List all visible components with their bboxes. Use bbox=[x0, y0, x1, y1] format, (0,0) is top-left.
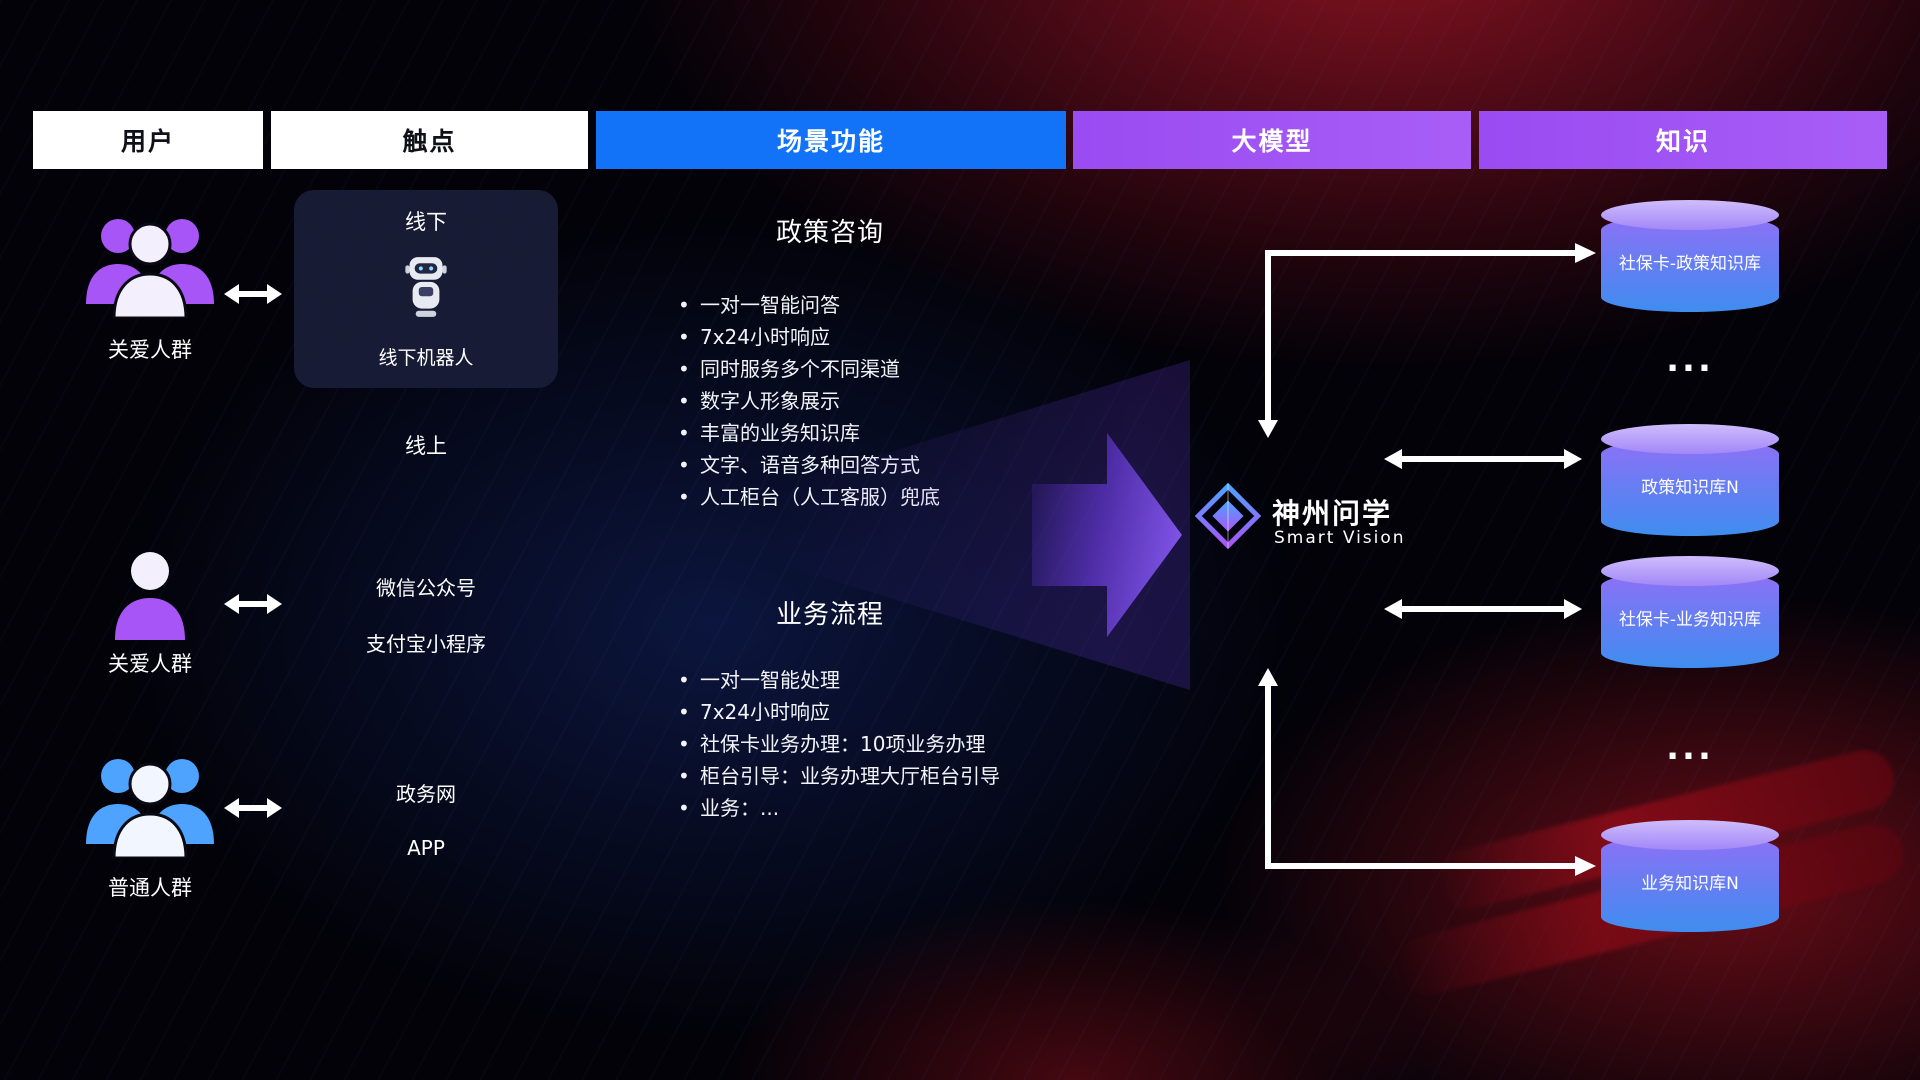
list-item: 7x24小时响应 bbox=[676, 696, 1106, 728]
user-single-icon bbox=[107, 548, 193, 644]
cylinder-body bbox=[1601, 571, 1779, 668]
ellipsis-text: ... bbox=[1666, 340, 1714, 380]
knowledge-db-label: 社保卡-业务知识库 bbox=[1618, 610, 1762, 631]
ellipsis-text: ... bbox=[1666, 728, 1714, 768]
user-group-label: 关爱人群 bbox=[108, 338, 192, 362]
knowledge-db-policy-ssc: 社保卡-政策知识库 bbox=[1601, 200, 1779, 312]
list-item: 一对一智能问答 bbox=[676, 289, 1106, 321]
double-arrow-icon bbox=[224, 796, 282, 824]
knowledge-db-policy-n: 政策知识库N bbox=[1601, 424, 1779, 536]
online-title: 线上 bbox=[405, 434, 447, 458]
header-touchpoint: 触点 bbox=[271, 111, 588, 169]
diamond-logo bbox=[1190, 478, 1266, 558]
model-name: 神州问学 bbox=[1272, 497, 1393, 530]
double-arrow-icon bbox=[224, 282, 282, 310]
user-group-label: 普通人群 bbox=[108, 876, 192, 900]
channel-wechat: 微信公众号 bbox=[376, 576, 476, 600]
cylinder-body bbox=[1601, 215, 1779, 312]
cylinder-body bbox=[1601, 835, 1779, 932]
header-scenario: 场景功能 bbox=[596, 111, 1066, 169]
channel-alipay: 支付宝小程序 bbox=[366, 632, 486, 656]
list-item: 7x24小时响应 bbox=[676, 321, 1106, 353]
channel-gov-web: 政务网 bbox=[396, 782, 456, 806]
user-single-label: 关爱人群 bbox=[108, 652, 192, 676]
header-knowledge: 知识 bbox=[1479, 111, 1887, 169]
header-user: 用户 bbox=[33, 111, 263, 169]
list-item: 文字、语音多种回答方式 bbox=[676, 449, 1106, 481]
users-group-icon bbox=[82, 748, 218, 862]
knowledge-db-business-ssc: 社保卡-业务知识库 bbox=[1601, 556, 1779, 668]
header-model: 大模型 bbox=[1073, 111, 1471, 169]
users-group-icon bbox=[82, 208, 218, 322]
scenario-title-business: 业务流程 bbox=[775, 600, 884, 630]
double-arrow-icon bbox=[224, 592, 282, 620]
knowledge-db-label: 政策知识库N bbox=[1641, 478, 1739, 499]
list-item: 同时服务多个不同渠道 bbox=[676, 353, 1106, 385]
robot-icon bbox=[403, 255, 449, 325]
list-item: 业务：... bbox=[676, 792, 1106, 824]
model-subtitle: Smart Vision bbox=[1274, 528, 1406, 548]
knowledge-db-label: 社保卡-政策知识库 bbox=[1618, 254, 1762, 275]
list-item: 柜台引导：业务办理大厅柜台引导 bbox=[676, 760, 1106, 792]
list-item: 社保卡业务办理：10项业务办理 bbox=[676, 728, 1106, 760]
channel-app: APP bbox=[407, 836, 445, 860]
list-item: 一对一智能处理 bbox=[676, 664, 1106, 696]
knowledge-db-label: 业务知识库N bbox=[1641, 874, 1739, 895]
scenario-title-policy: 政策咨询 bbox=[775, 218, 884, 248]
scenario-policy-list: 一对一智能问答 7x24小时响应 同时服务多个不同渠道 数字人形象展示 丰富的业… bbox=[676, 289, 1106, 513]
cylinder-body bbox=[1601, 439, 1779, 536]
list-item: 数字人形象展示 bbox=[676, 385, 1106, 417]
knowledge-db-business-n: 业务知识库N bbox=[1601, 820, 1779, 932]
list-item: 丰富的业务知识库 bbox=[676, 417, 1106, 449]
offline-robot-label: 线下机器人 bbox=[378, 347, 474, 369]
offline-title: 线下 bbox=[405, 210, 447, 234]
list-item: 人工柜台（人工客服）兜底 bbox=[676, 481, 1106, 513]
offline-touchpoint-card: 线下 线下机器人 bbox=[294, 190, 558, 388]
scenario-business-list: 一对一智能处理 7x24小时响应 社保卡业务办理：10项业务办理 柜台引导：业务… bbox=[676, 664, 1106, 824]
